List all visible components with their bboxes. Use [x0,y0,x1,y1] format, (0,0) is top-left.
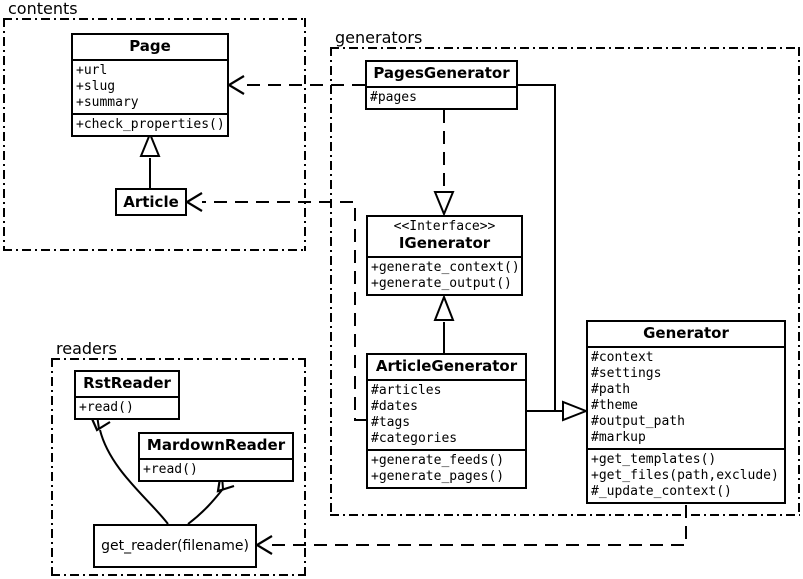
package-readers-label: readers [54,340,120,358]
method-item: +read() [79,400,134,415]
class-methods-articlegenerator: +generate_feeds() +generate_pages() [368,449,525,487]
attribute-item: #context [591,350,654,365]
class-title-mardownreader: MardownReader [146,436,286,454]
class-box-articlegenerator[interactable]: ArticleGenerator #articles #dates #tags … [366,353,527,489]
class-title-generator: Generator [643,324,729,342]
attribute-item: #tags [371,415,411,430]
class-methods-igenerator: +generate_context() +generate_output() [368,256,521,294]
attribute-item: #path [591,382,631,397]
attribute-item: #articles [371,383,442,398]
method-item: +generate_context() [371,260,520,275]
attribute-item: +slug [76,79,116,94]
class-methods-generator: +get_templates() +get_files(path,exclude… [588,448,784,502]
class-attributes-page: +url +slug +summary [73,59,227,113]
attribute-item: #output_path [591,414,685,429]
class-title-articlegenerator: ArticleGenerator [375,357,518,375]
method-item: +generate_pages() [371,469,505,484]
class-box-igenerator[interactable]: <<Interface>> IGenerator +generate_conte… [366,215,523,296]
method-item: +generate_output() [371,276,512,291]
class-methods-rstreader: +read() [76,396,178,418]
attribute-item: #theme [591,398,638,413]
method-item: +check_properties() [76,117,225,132]
class-box-mardownreader[interactable]: MardownReader +read() [138,432,294,482]
class-box-article[interactable]: Article [115,188,187,216]
attribute-item: +summary [76,95,139,110]
method-item: +generate_feeds() [371,453,505,468]
class-box-pagesgenerator[interactable]: PagesGenerator #pages [365,60,518,110]
class-attributes-pagesgenerator: #pages [367,86,516,108]
package-contents-label: contents [6,0,81,18]
attribute-item: +url [76,63,108,78]
attribute-item: #categories [371,431,458,446]
attribute-item: #dates [371,399,418,414]
class-attributes-generator: #context #settings #path #theme #output_… [588,346,784,448]
attribute-item: #settings [591,366,662,381]
class-stereotype-igenerator: <<Interface>> [393,219,496,234]
class-title-article: Article [123,192,179,211]
class-methods-mardownreader: +read() [140,458,292,480]
class-title-pagesgenerator: PagesGenerator [373,64,510,82]
class-box-page[interactable]: Page +url +slug +summary +check_properti… [71,33,229,137]
method-item: +get_templates() [591,452,717,467]
class-title-page: Page [129,37,171,55]
package-generators-label: generators [333,29,426,47]
attribute-item: #pages [370,90,417,105]
class-box-generator[interactable]: Generator #context #settings #path #them… [586,320,786,504]
method-item: #_update_context() [591,484,732,499]
class-name-igenerator: IGenerator [398,234,491,252]
attribute-item: #markup [591,430,646,445]
class-title-rstreader: RstReader [83,374,171,392]
class-box-rstreader[interactable]: RstReader +read() [74,370,180,420]
class-methods-page: +check_properties() [73,113,227,135]
class-title-igenerator: <<Interface>> IGenerator [368,217,521,256]
function-label-get-reader: get_reader(filename) [101,538,249,554]
method-item: +get_files(path,exclude) [591,468,779,483]
method-item: +read() [143,462,198,477]
function-box-get-reader[interactable]: get_reader(filename) [93,524,257,568]
class-attributes-articlegenerator: #articles #dates #tags #categories [368,379,525,449]
